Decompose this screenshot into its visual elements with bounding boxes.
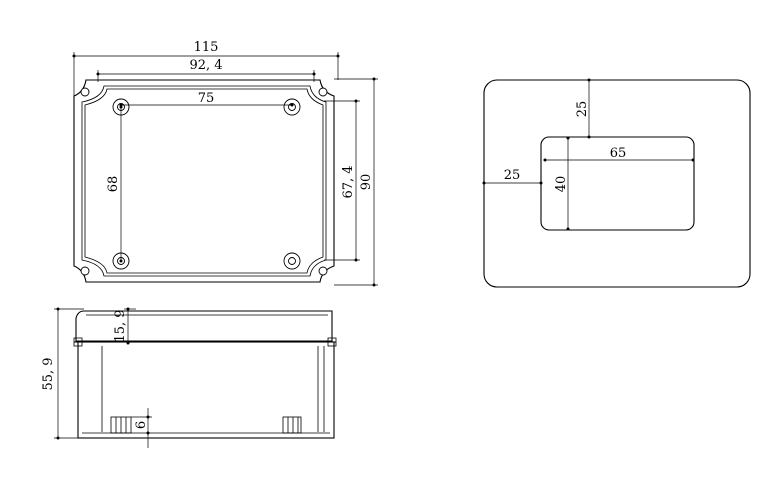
dimension-overall-height: 90 xyxy=(334,77,378,287)
dimension-top-margin: 25 xyxy=(575,78,591,139)
enclosure-inner-outline xyxy=(81,85,327,277)
lid-outline xyxy=(75,310,333,342)
dimension-label-left-25: 25 xyxy=(504,168,521,183)
dimension-overall-width: 115 xyxy=(72,40,340,96)
dimension-label-40: 40 xyxy=(554,176,569,193)
enclosure-inner-outline-2 xyxy=(84,88,324,274)
top-view: 115 92, 4 75 68 67, 4 xyxy=(72,40,378,287)
dimension-label-67-4: 67, 4 xyxy=(341,165,356,198)
corner-hole-bottom-left xyxy=(80,266,90,276)
dimension-lid-height: 15, 9 xyxy=(113,307,136,345)
dimension-cutout-width: 65 xyxy=(543,146,695,162)
dimension-label-115: 115 xyxy=(194,40,219,55)
lid-face-outline xyxy=(483,79,751,288)
dimension-label-55-9: 55, 9 xyxy=(41,357,56,390)
corner-hole-top-left xyxy=(80,87,90,97)
dimension-foot-height: 6 xyxy=(131,408,152,448)
dimension-cutout-height: 40 xyxy=(554,136,570,231)
screw-boss-top-right xyxy=(283,98,301,116)
dimension-hole-spacing-x: 75 xyxy=(119,91,294,107)
side-view: 15, 9 55, 9 6 xyxy=(41,307,337,448)
foot-left xyxy=(110,416,132,434)
dimension-left-margin: 25 xyxy=(482,168,543,185)
dimension-label-68: 68 xyxy=(106,176,121,193)
screw-boss-bottom-right xyxy=(283,252,301,270)
dimension-inner-height: 67, 4 xyxy=(324,99,360,262)
dimension-label-6: 6 xyxy=(134,421,149,429)
dimension-flange-width: 92, 4 xyxy=(96,58,316,82)
dimension-label-15-9: 15, 9 xyxy=(113,309,128,342)
dimension-hole-spacing-y: 68 xyxy=(106,105,123,263)
dimension-label-top-25: 25 xyxy=(575,101,590,118)
corner-hole-bottom-right xyxy=(318,266,328,276)
foot-right xyxy=(282,416,302,434)
body-outline xyxy=(77,341,335,439)
dimension-label-90: 90 xyxy=(359,174,374,191)
dimension-label-92-4: 92, 4 xyxy=(189,58,222,73)
dimension-label-65: 65 xyxy=(610,146,627,161)
dimension-total-height: 55, 9 xyxy=(41,307,84,440)
corner-hole-top-right xyxy=(318,87,328,97)
cutout-view: 25 25 65 40 xyxy=(482,78,751,288)
dimension-label-75: 75 xyxy=(198,91,215,106)
